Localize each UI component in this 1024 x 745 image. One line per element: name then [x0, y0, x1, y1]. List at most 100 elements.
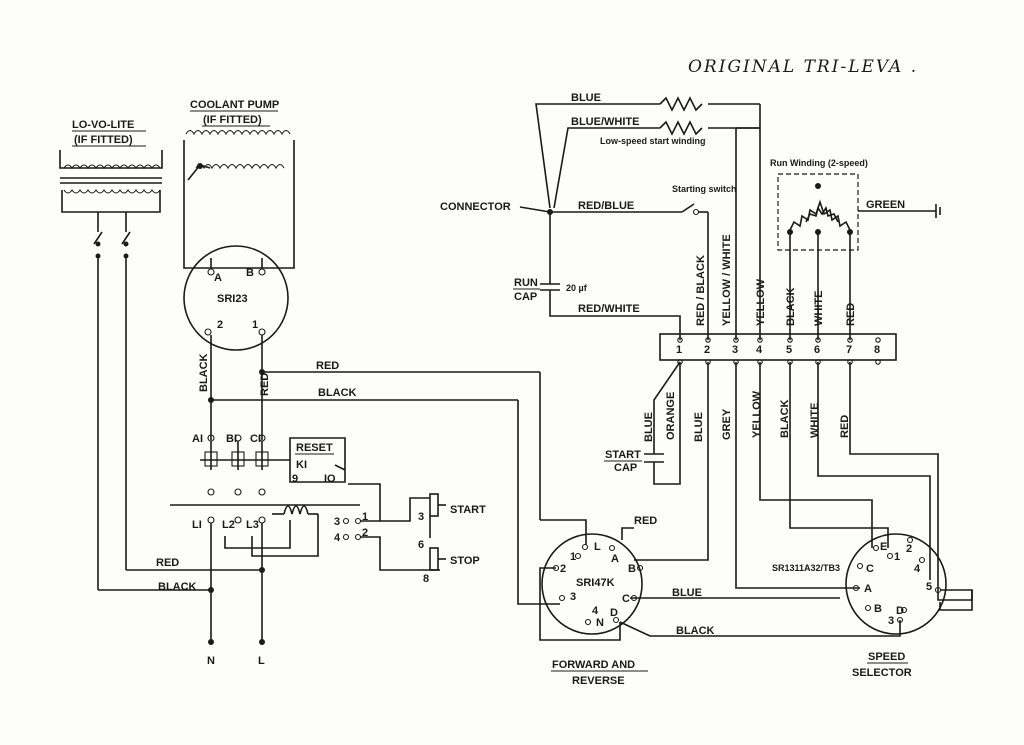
wire-label-black-vertical: BLACK — [198, 353, 210, 392]
tb-2: 2 — [704, 344, 710, 356]
sr1311-label: SR1311A32/TB3 — [772, 563, 840, 573]
stop-pin-8: 8 — [423, 573, 429, 585]
wire-red-mid: RED — [634, 515, 657, 527]
ss-pin-c: C — [866, 563, 874, 575]
ss-pin-4: 4 — [914, 563, 921, 575]
tb-8: 8 — [874, 344, 880, 356]
tb-5: 5 — [786, 344, 792, 356]
wire-red-black: RED / BLACK — [695, 255, 707, 326]
aux-1: 1 — [362, 511, 368, 523]
lovolite-label: LO-VO-LITE — [72, 119, 134, 131]
stop-pin-6: 6 — [418, 539, 424, 551]
coolant-label: COOLANT PUMP — [190, 99, 279, 111]
ss-pin-b: B — [874, 603, 882, 615]
selector-label: SELECTOR — [852, 667, 912, 679]
handwritten-note: ORIGINAL TRI-LEVA . — [688, 57, 918, 77]
tb-3: 3 — [732, 344, 738, 356]
speed-label: SPEED — [868, 651, 905, 663]
connector-label: CONNECTOR — [440, 201, 511, 213]
contactor-l2: L2 — [222, 519, 235, 531]
wire-red-blue: RED/BLUE — [578, 200, 634, 212]
contactor-b1: BI — [226, 433, 237, 445]
start-cap-label: START — [605, 449, 641, 461]
contactor-a1: AI — [192, 433, 203, 445]
tb-4: 4 — [756, 344, 763, 356]
lovolite-transformer: LO-VO-LITE (IF FITTED) — [59, 119, 163, 590]
ss-pin-1: 1 — [894, 551, 900, 563]
fr-pin-3: 3 — [570, 591, 576, 603]
low-speed-label: Low-speed start winding — [600, 136, 706, 146]
wire-white: WHITE — [813, 291, 825, 326]
ss-pin-5: 5 — [926, 581, 932, 593]
start-pin-3: 3 — [418, 511, 424, 523]
wire-label-black-top: BLACK — [318, 387, 357, 399]
wire-green: GREEN — [866, 199, 905, 211]
wire-blue-white: BLUE/WHITE — [571, 116, 639, 128]
contactor: AI BI CI LI L2 L3 RESET KI 9 IO — [170, 433, 440, 571]
wire-red-white: RED/WHITE — [578, 303, 640, 315]
wire-lower-blue-2: BLUE — [693, 412, 705, 442]
wire-blue-mid: BLUE — [672, 587, 702, 599]
fr-pin-4: 4 — [592, 605, 599, 617]
sr123-pin-a: A — [214, 272, 222, 284]
aux-3: 3 — [334, 516, 340, 528]
speed-selector: SR1311A32/TB3 E 1 2 C 4 A 5 B D 3 SPEED … — [772, 533, 973, 679]
sr123-connector: A B SRI23 2 1 — [183, 245, 289, 440]
wire-red: RED — [845, 303, 857, 326]
sr123-pin-1: 1 — [252, 319, 258, 331]
start-stop-buttons: 3 START 6 STOP 8 — [380, 493, 486, 585]
ss-pin-a: A — [864, 583, 872, 595]
starting-switch-label: Starting switch — [672, 184, 737, 194]
tb-7: 7 — [846, 344, 852, 356]
wire-lower-yellow: YELLOW — [751, 390, 763, 438]
wire-black-mid: BLACK — [676, 625, 715, 637]
contactor-c1: CI — [250, 433, 261, 445]
run-winding-label: Run Winding (2-speed) — [770, 158, 868, 168]
sr123-title: SRI23 — [217, 293, 248, 305]
reset-9: 9 — [292, 473, 298, 485]
run-cap-value: 20 µf — [566, 283, 588, 293]
coolant-pump: COOLANT PUMP (IF FITTED) — [183, 99, 295, 269]
reset-10: IO — [324, 473, 336, 485]
contactor-l3: L3 — [246, 519, 259, 531]
reverse-label: REVERSE — [572, 675, 625, 687]
stop-label: STOP — [450, 555, 480, 567]
fr-pin-1: 1 — [570, 551, 576, 563]
run-cap-label-2: CAP — [514, 291, 537, 303]
wire-label-red-top: RED — [316, 360, 339, 372]
forward-reverse-switch: SRI47K L A 1 2 B 3 C 4 N D FORWARD AND R… — [539, 519, 648, 687]
wire-label-red-low: RED — [156, 557, 179, 569]
start-label: START — [450, 504, 486, 516]
ss-pin-e: E — [880, 541, 887, 553]
wire-yellow-white: YELLOW / WHITE — [721, 234, 733, 326]
ss-pin-d: D — [896, 605, 904, 617]
terminal-n: N — [207, 655, 215, 667]
start-cap-label-2: CAP — [614, 462, 637, 474]
fr-pin-a: A — [611, 553, 619, 565]
wire-lower-red: RED — [839, 415, 851, 438]
fr-pin-l: L — [594, 541, 601, 553]
fr-pin-d: D — [610, 607, 618, 619]
fr-pin-b: B — [628, 563, 636, 575]
tb-6: 6 — [814, 344, 820, 356]
terminal-block: 1 2 3 4 5 6 7 8 — [659, 333, 897, 365]
wire-black: BLACK — [785, 287, 797, 326]
wire-label-black-low: BLACK — [158, 581, 197, 593]
wire-lower-blue: BLUE — [643, 412, 655, 442]
ss-pin-2: 2 — [906, 543, 912, 555]
fr-pin-2: 2 — [560, 563, 566, 575]
wire-lower-grey: GREY — [721, 408, 733, 440]
fr-pin-c: C — [622, 593, 630, 605]
sr123-pin-b: B — [246, 267, 254, 279]
run-cap-label: RUN — [514, 277, 538, 289]
lovolite-fitted-label: (IF FITTED) — [74, 134, 133, 146]
sr123-pin-2: 2 — [217, 319, 223, 331]
wire-lower-black: BLACK — [779, 399, 791, 438]
wire-label-red-vertical: RED — [259, 373, 271, 396]
tb-1: 1 — [676, 344, 682, 356]
motor-windings: BLUE BLUE/WHITE Low-speed start winding … — [440, 92, 941, 340]
ss-pin-3: 3 — [888, 615, 894, 627]
wire-yellow: YELLOW — [755, 278, 767, 326]
